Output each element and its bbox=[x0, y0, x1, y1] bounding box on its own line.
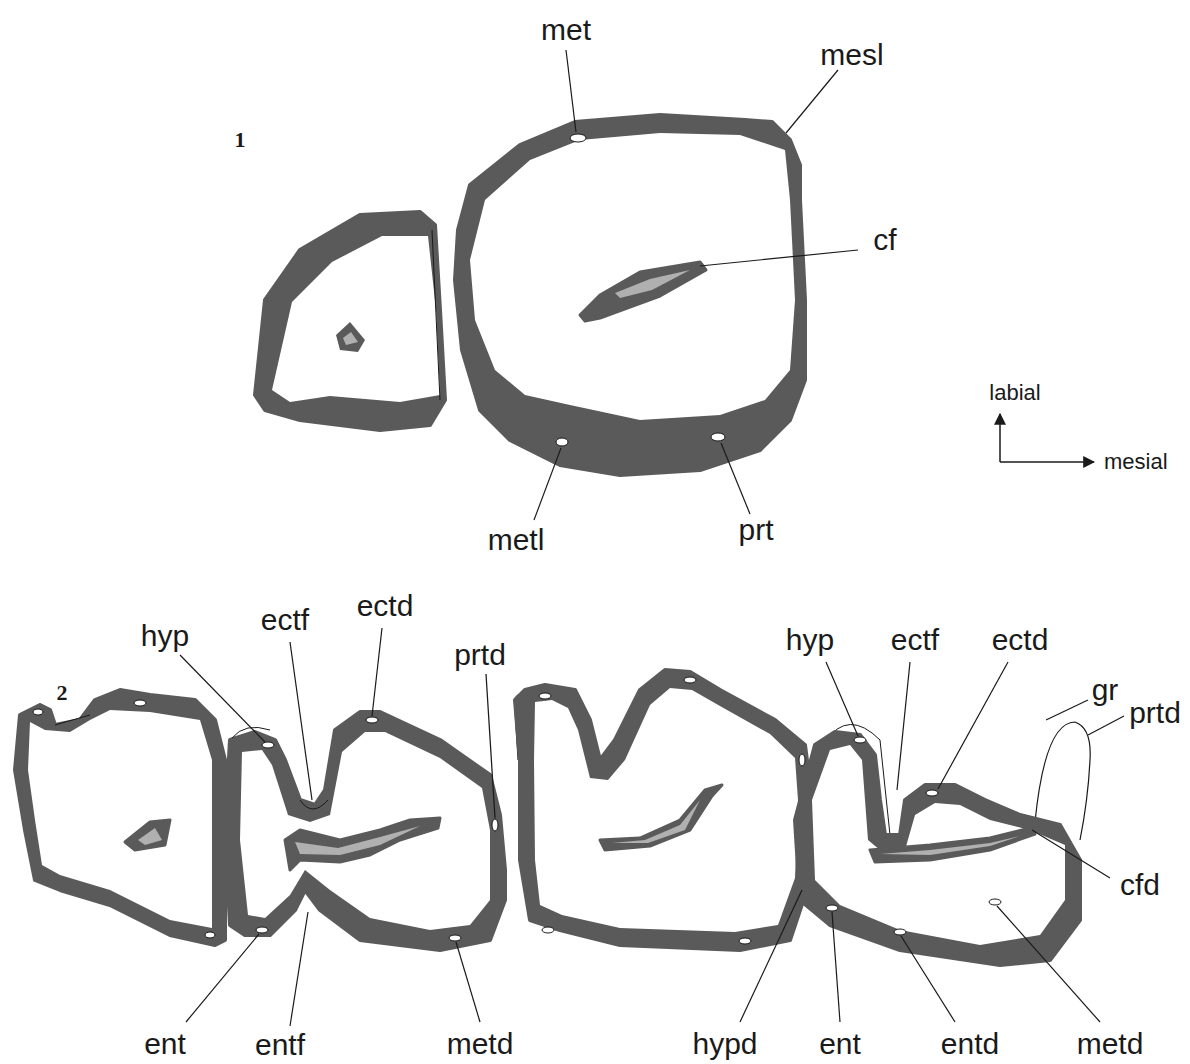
structure-label: entd bbox=[939, 1028, 1001, 1060]
structure-label: prtd bbox=[1127, 697, 1183, 729]
structure-label: hyp bbox=[139, 620, 191, 652]
tooth-enamel bbox=[225, 712, 505, 950]
central-fossette bbox=[600, 785, 722, 850]
structure-label: metd bbox=[1075, 1028, 1146, 1060]
tooth-enamel bbox=[795, 732, 1080, 965]
structure-label: prtd bbox=[452, 639, 508, 671]
central-fossette bbox=[870, 828, 1035, 862]
structure-label: gr bbox=[1090, 674, 1121, 706]
structure-label: ectd bbox=[355, 590, 416, 622]
tooth-enamel bbox=[15, 690, 225, 945]
tooth-dentine bbox=[28, 710, 212, 928]
orientation-label: labial bbox=[987, 381, 1042, 405]
figure-number: 1 bbox=[233, 128, 248, 152]
tooth-dentine bbox=[470, 133, 795, 420]
structure-label: metd bbox=[445, 1028, 516, 1060]
structure-label: hypd bbox=[690, 1028, 759, 1060]
structure-label: ent bbox=[817, 1028, 863, 1060]
figure-number: 2 bbox=[55, 681, 70, 705]
tooth-dentine bbox=[812, 745, 1065, 945]
structure-label: prt bbox=[736, 514, 775, 546]
tooth-enamel bbox=[515, 670, 812, 950]
tooth-dentine bbox=[272, 236, 440, 402]
structure-label: ectf bbox=[889, 624, 941, 656]
structure-label: metl bbox=[486, 524, 547, 556]
structure-label: cfd bbox=[1118, 869, 1162, 901]
central-fossette bbox=[285, 818, 440, 870]
tooth-dentine bbox=[240, 732, 490, 930]
structure-label: ectf bbox=[259, 604, 311, 636]
tooth-enamel bbox=[255, 212, 445, 430]
structure-label: hyp bbox=[784, 624, 836, 656]
structure-label: cf bbox=[871, 224, 898, 256]
orientation-arrows bbox=[1000, 414, 1094, 462]
central-fossette bbox=[580, 262, 706, 321]
tooth-enamel bbox=[455, 115, 805, 475]
orientation-label: mesial bbox=[1102, 450, 1170, 474]
structure-label: ent bbox=[142, 1028, 188, 1060]
structure-label: mesl bbox=[818, 39, 885, 71]
structure-label: ectd bbox=[990, 624, 1051, 656]
structure-label: met bbox=[539, 14, 593, 46]
structure-label: entf bbox=[253, 1029, 307, 1061]
leader-lines bbox=[180, 50, 1124, 1026]
tooth-dentine bbox=[534, 688, 798, 932]
cusp-pits bbox=[33, 134, 1001, 944]
